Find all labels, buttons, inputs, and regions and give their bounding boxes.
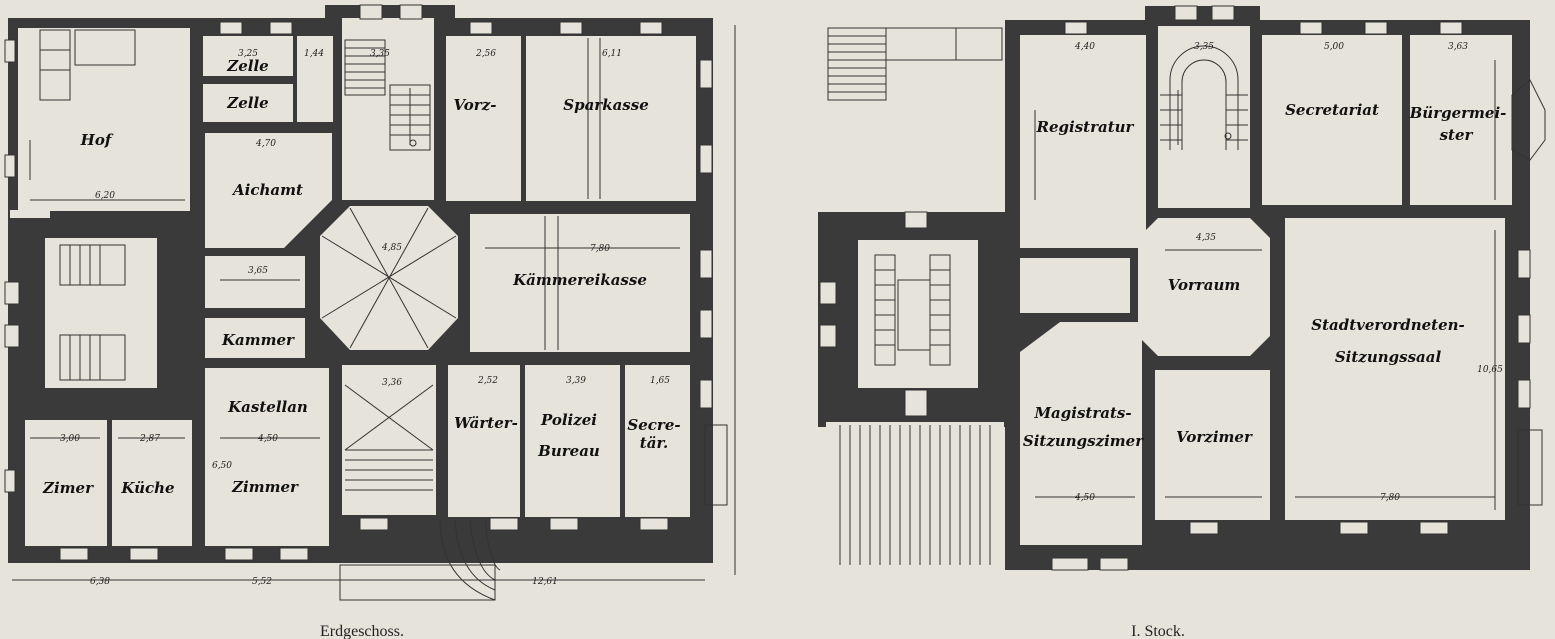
- room-label-buergermeister-1: Bürgermei-: [1409, 104, 1507, 122]
- room-label-polizei: Polizei: [540, 411, 597, 429]
- room-label-buergermeister-2: ster: [1440, 126, 1474, 144]
- caption-ground-floor: Erdgeschoss.: [320, 623, 404, 639]
- dim-label: 3,36: [382, 378, 402, 388]
- dim-label: 12,61: [532, 577, 558, 587]
- room-label-vorz: Vorz-: [454, 96, 497, 114]
- room-label-aichamt: Aichamt: [231, 181, 303, 199]
- dim-label: 3,00: [60, 434, 80, 444]
- room-label-secretaer-2: tär.: [640, 434, 668, 452]
- room-label-zimmer: Zimer: [42, 479, 94, 497]
- caption-first-floor: I. Stock.: [1131, 623, 1185, 639]
- room-label-sparkasse: Sparkasse: [563, 96, 649, 114]
- dim-label: 4,35: [1195, 233, 1216, 243]
- dim-label: 5,52: [252, 577, 272, 587]
- dim-label: 3,39: [566, 376, 586, 386]
- room-label-kastellan: Kastellan: [227, 398, 308, 416]
- dim-label: 6,20: [95, 191, 115, 201]
- room-label-waerter: Wärter-: [454, 414, 518, 432]
- room-label-magistrats: Magistrats-: [1033, 404, 1131, 422]
- dim-label: 6,11: [602, 49, 622, 59]
- dim-label: 6,50: [212, 461, 232, 471]
- room-label-zelle-2: Zelle: [226, 94, 268, 112]
- room-label-vorzimer: Vorzimer: [1176, 428, 1253, 446]
- dim-label: 4,50: [257, 434, 278, 444]
- dim-label: 3,35: [370, 49, 390, 59]
- dim-label: 2,52: [477, 376, 498, 386]
- dim-label: 4,40: [1074, 42, 1095, 52]
- dim-label: 2,56: [475, 49, 496, 59]
- first-floor-plan: Registratur Secretariat Bürgermei- ster …: [818, 5, 1546, 639]
- room-label-kammer: Kammer: [221, 331, 295, 349]
- dim-label: 3,35: [1194, 42, 1214, 52]
- dim-label: 2,87: [139, 434, 160, 444]
- dim-label: 4,85: [381, 243, 402, 253]
- room-label-kastellan-zimmer: Zimmer: [231, 478, 299, 496]
- dim-label: 4,50: [1074, 493, 1095, 503]
- dim-label: 6,38: [90, 577, 110, 587]
- room-label-vorraum: Vorraum: [1168, 276, 1241, 294]
- room-label-kueche: Küche: [120, 479, 174, 497]
- dim-label: 5,00: [1324, 42, 1344, 52]
- dim-label: 7,80: [1380, 493, 1400, 503]
- room-label-hof: Hof: [80, 131, 114, 149]
- dim-label: 3,63: [1448, 42, 1468, 52]
- ground-floor-plan: Hof Zelle Zelle Vorz- Sparkasse Aichamt …: [4, 4, 736, 639]
- dim-label: 1,44: [304, 49, 324, 59]
- room-label-registratur: Registratur: [1036, 118, 1135, 136]
- room-label-zelle-1: Zelle: [226, 57, 268, 75]
- dim-label: 10,65: [1477, 365, 1503, 375]
- room-label-secretariat: Secretariat: [1285, 101, 1379, 119]
- dim-label: 3,25: [238, 49, 258, 59]
- room-label-sitzungssaal: Sitzungssaal: [1335, 348, 1442, 366]
- room-label-secretaer-1: Secre-: [627, 416, 680, 434]
- room-label-bureau: Bureau: [537, 442, 600, 460]
- room-label-kaemmereikasse: Kämmereikasse: [512, 271, 647, 289]
- dim-label: 1,65: [650, 376, 670, 386]
- dim-label: 3,65: [248, 266, 268, 276]
- room-label-stadtverordneten: Stadtverordneten-: [1311, 316, 1465, 334]
- dim-label: 7,80: [590, 244, 610, 254]
- dim-label: 4,70: [255, 139, 276, 149]
- room-label-sitzungszimer: Sitzungszimer: [1023, 432, 1144, 450]
